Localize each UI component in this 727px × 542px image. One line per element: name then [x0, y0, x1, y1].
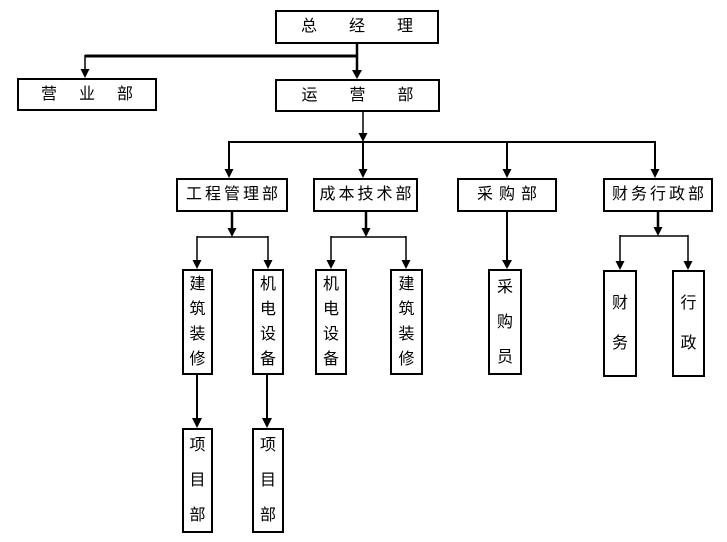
edge-gm-to-sales	[80, 54, 358, 78]
edge-gm-to-operations	[352, 44, 362, 79]
edge-finance-admin-split	[615, 212, 693, 270]
edge-engineering-split	[192, 212, 273, 269]
node-construction-decoration-left: 建筑装修	[182, 269, 213, 375]
node-label: 财务行政部	[611, 186, 707, 203]
node-sales-dept: 营业部	[17, 78, 157, 111]
node-project-dept-2: 项目部	[252, 428, 284, 533]
node-label: 工程管理部	[185, 186, 281, 203]
node-cost-technology-dept: 成本技术部	[313, 178, 418, 212]
node-label: 运营部	[301, 86, 446, 104]
node-label: 成本技术部	[319, 186, 415, 203]
node-construction-decoration-mid: 建筑装修	[390, 269, 423, 375]
edge-equipment-to-project2	[262, 375, 272, 428]
node-label: 建筑装修	[189, 276, 206, 368]
edge-purchasing-to-purchaser	[502, 212, 512, 269]
node-finance: 财务	[603, 270, 637, 377]
node-mech-elec-equipment-mid: 机电设备	[315, 269, 347, 375]
node-label: 机电设备	[322, 276, 339, 368]
node-general-manager: 总经理	[275, 10, 439, 44]
node-label: 机电设备	[259, 276, 276, 368]
node-operations-dept: 运营部	[275, 79, 440, 112]
edge-to-cost-dept	[358, 142, 368, 178]
edge-decoration-to-project1	[192, 375, 202, 428]
node-administration: 行政	[672, 270, 705, 377]
node-purchasing-dept: 采购部	[457, 178, 557, 212]
node-label: 采购部	[476, 186, 543, 203]
edge-to-purchasing-dept	[502, 141, 512, 178]
node-purchaser: 采购员	[488, 269, 522, 375]
edge-cost-split	[326, 212, 411, 269]
edge-to-finance-admin-dept	[650, 141, 660, 178]
node-finance-admin-dept: 财务行政部	[603, 178, 713, 212]
edge-operations-to-branches	[229, 112, 655, 143]
node-label: 项目部	[189, 437, 206, 524]
node-project-dept-1: 项目部	[182, 428, 213, 533]
node-label: 行政	[680, 294, 697, 352]
node-label: 财务	[611, 294, 628, 352]
node-label: 总经理	[301, 18, 446, 35]
node-label: 营业部	[41, 85, 156, 103]
edge-to-engineering-dept	[224, 141, 234, 178]
node-engineering-management-dept: 工程管理部	[176, 178, 288, 212]
node-label: 建筑装修	[398, 276, 415, 368]
node-label: 采购员	[496, 278, 513, 366]
node-label: 项目部	[259, 437, 276, 524]
node-mech-elec-equipment-left: 机电设备	[252, 269, 284, 375]
